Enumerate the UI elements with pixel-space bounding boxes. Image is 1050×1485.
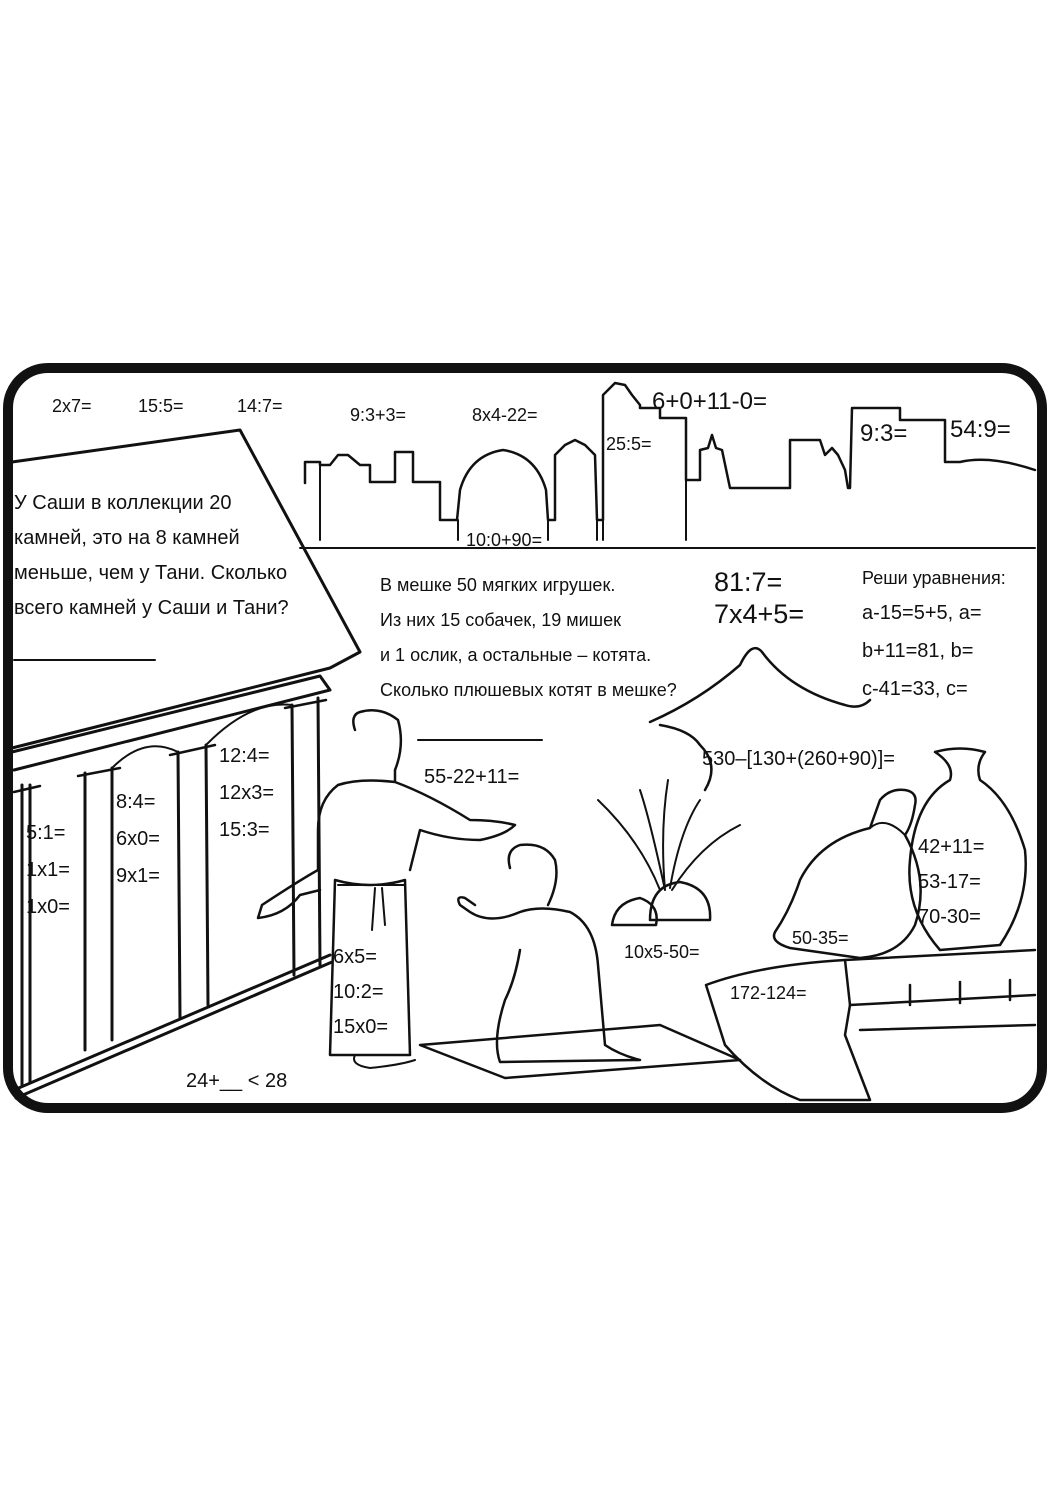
vase-examples: 42+11= 53-17= 70-30=	[918, 830, 984, 935]
example-54-9: 54:9=	[950, 416, 1011, 443]
example-172-124: 172-124=	[730, 983, 807, 1003]
temple-arches	[111, 703, 293, 769]
column-examples-3: 12:4= 12x3= 15:3=	[219, 738, 274, 849]
example-15-3: 15:3=	[219, 819, 270, 841]
example-14-7: 14:7=	[237, 396, 283, 416]
equation-c: c-41=33, c=	[862, 678, 968, 700]
example-8x4-22: 8x4-22=	[472, 405, 538, 425]
equations-title: Реши уравнения:	[862, 568, 1006, 588]
rocks	[610, 880, 712, 927]
example-50-35: 50-35=	[792, 928, 849, 948]
example-15x0: 15x0=	[333, 1016, 389, 1038]
temple-roof	[10, 428, 362, 750]
temple-column-1	[20, 783, 32, 1087]
example-9-3: 9:3=	[860, 420, 908, 447]
plant	[597, 779, 741, 891]
temple-column-2	[83, 766, 114, 1052]
page-frame	[3, 363, 1047, 1113]
example-55-22-11: 55-22+11=	[424, 766, 520, 788]
example-15-5: 15:5=	[138, 396, 184, 416]
equations-block: Реши уравнения: a-15=5+5, a= b+11=81, b=…	[862, 562, 1006, 708]
problem-line: всего камней у Саши и Тани?	[14, 597, 289, 619]
example-42-11: 42+11=	[918, 836, 985, 858]
standing-man	[256, 709, 517, 1057]
temple-roof-edge	[10, 674, 332, 772]
problem-line: Из них 15 собачек, 19 мишек	[380, 610, 621, 630]
wall-crack	[648, 646, 872, 792]
example-1x1: 1x1=	[26, 859, 70, 881]
temple-base	[12, 953, 334, 1100]
example-8-4: 8:4=	[116, 791, 156, 813]
example-2x7: 2x7=	[52, 396, 92, 416]
example-bracket: 530–[130+(260+90)]=	[702, 748, 895, 770]
example-6x0: 6x0=	[116, 828, 160, 850]
stone-platform	[843, 948, 1037, 1032]
example-70-30: 70-30=	[918, 906, 981, 928]
example-9-3-3: 9:3+3=	[350, 405, 407, 425]
example-25-5: 25:5=	[606, 434, 652, 454]
inequality-24: 24+__ < 28	[186, 1070, 288, 1092]
vase	[908, 747, 1027, 952]
example-7x4-5: 7x4+5=	[714, 599, 805, 629]
equation-b: b+11=81, b=	[862, 640, 974, 662]
word-problem-toys: В мешке 50 мягких игрушек. Из них 15 соб…	[380, 568, 677, 708]
example-10x5-50: 10x5-50=	[624, 942, 700, 962]
example-1x0: 1x0=	[26, 896, 70, 918]
column-examples-1: 5:1= 1x1= 1x0=	[26, 815, 70, 926]
example-5-1: 5:1=	[26, 822, 66, 844]
word-problem-stones: У Саши в коллекции 20 камней, это на 8 к…	[14, 486, 289, 626]
sack-tie	[869, 821, 906, 836]
example-6x5: 6x5=	[333, 946, 377, 968]
city-wall	[303, 381, 1037, 522]
problem-line: В мешке 50 мягких игрушек.	[380, 575, 616, 595]
problem-line: У Саши в коллекции 20	[14, 492, 232, 514]
prayer-rug	[418, 1023, 742, 1080]
big-examples: 81:7= 7x4+5=	[714, 566, 804, 630]
standing-man-belt	[337, 884, 405, 931]
equation-a: a-15=5+5, a=	[862, 602, 982, 624]
example-9x1: 9x1=	[116, 865, 160, 887]
example-10-0-90: 10:0+90=	[466, 530, 543, 550]
example-53-17: 53-17=	[918, 871, 981, 893]
stone-step	[704, 958, 872, 1102]
robe-examples: 6x5= 10:2= 15x0=	[333, 940, 388, 1045]
temple-column-3	[176, 743, 210, 1020]
problem-line: меньше, чем у Тани. Сколько	[14, 562, 288, 584]
example-12x3: 12x3=	[219, 782, 275, 804]
example-10-2: 10:2=	[333, 981, 384, 1003]
example-12-4: 12:4=	[219, 745, 270, 767]
problem-line: и 1 ослик, а остальные – котята.	[380, 645, 652, 665]
temple-column-caps	[12, 698, 328, 794]
example-81-7: 81:7=	[714, 567, 783, 597]
sack	[772, 788, 922, 960]
column-examples-2: 8:4= 6x0= 9x1=	[116, 784, 160, 895]
kneeling-man	[457, 843, 642, 1064]
temple-column-4	[290, 696, 322, 977]
example-6-0-11-0: 6+0+11-0=	[652, 388, 767, 415]
city-arches	[457, 479, 687, 541]
standing-man-feet	[353, 1054, 416, 1069]
problem-line: Сколько плюшевых котят в мешке?	[380, 680, 677, 700]
problem-line: камней, это на 8 камней	[14, 527, 240, 549]
